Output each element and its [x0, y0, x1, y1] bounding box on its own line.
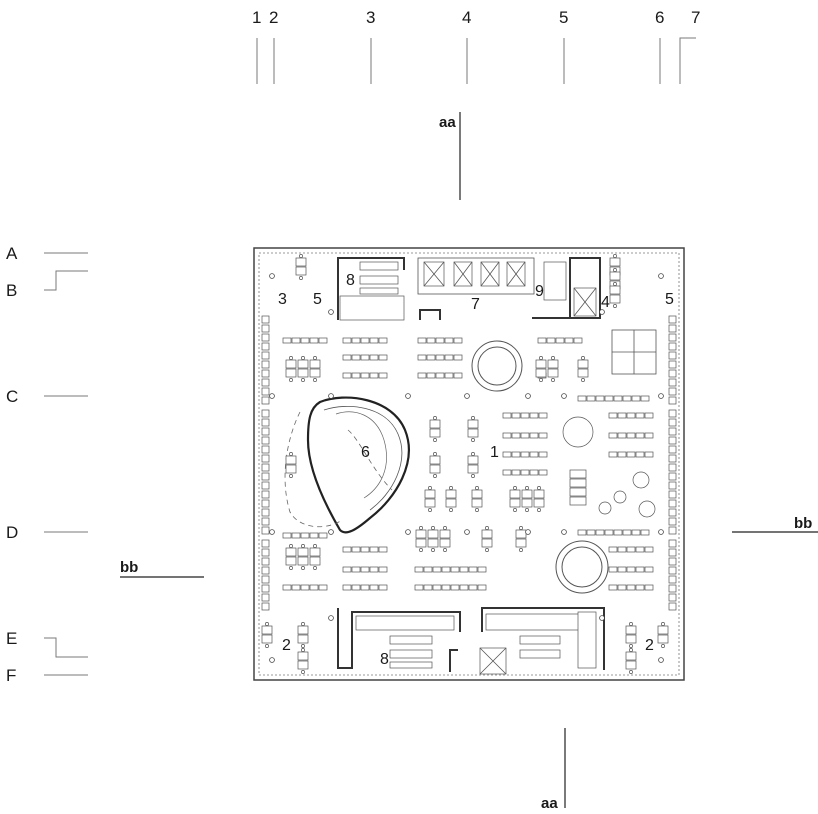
axis-2: 2 — [269, 8, 278, 27]
room-label-5-left: 5 — [313, 291, 322, 308]
room-label-7: 7 — [471, 296, 480, 313]
axis-3: 3 — [366, 8, 375, 27]
room-label-8-bottom: 8 — [380, 651, 389, 668]
axis-6: 6 — [655, 8, 664, 27]
axis-E: E — [6, 629, 17, 648]
atrium-void — [284, 396, 410, 534]
axis-4: 4 — [462, 8, 471, 27]
axis-A: A — [6, 244, 18, 263]
section-aa-top-label: aa — [439, 114, 456, 131]
section-aa-bottom-label: aa — [541, 795, 558, 812]
section-bb-left-label: bb — [120, 559, 138, 576]
axis-7: 7 — [691, 8, 700, 27]
perimeter-furniture — [261, 315, 677, 611]
axis-1: 1 — [252, 8, 261, 27]
structural-columns — [269, 273, 664, 663]
circular-elements — [471, 340, 656, 594]
room-label-1: 1 — [490, 444, 499, 461]
open-office-desks — [261, 254, 669, 674]
building-outline — [253, 247, 685, 681]
row-axis-labels: A B C D E F — [6, 244, 18, 685]
bottom-core — [337, 607, 605, 675]
room-label-6: 6 — [361, 444, 370, 461]
room-label-4: 4 — [601, 294, 610, 311]
room-label-8-top: 8 — [346, 272, 355, 289]
axis-D: D — [6, 523, 18, 542]
room-label-2-right: 2 — [645, 637, 654, 654]
room-label-5-right: 5 — [665, 291, 674, 308]
room-labels: 1 2 2 3 4 5 5 6 7 8 8 9 — [278, 272, 674, 668]
room-label-2-left: 2 — [282, 637, 291, 654]
room-label-9: 9 — [535, 283, 544, 300]
section-markers: aa aa bb bb — [120, 112, 818, 812]
axis-5: 5 — [559, 8, 568, 27]
axis-C: C — [6, 387, 18, 406]
axis-B: B — [6, 281, 17, 300]
axis-F: F — [6, 666, 16, 685]
column-axis-lines — [256, 37, 696, 84]
room-label-3: 3 — [278, 291, 287, 308]
column-axis-labels: 1 2 3 4 5 6 7 — [252, 8, 700, 27]
row-axis-lines — [44, 252, 88, 676]
top-core — [337, 257, 601, 321]
section-bb-right-label: bb — [794, 515, 812, 532]
